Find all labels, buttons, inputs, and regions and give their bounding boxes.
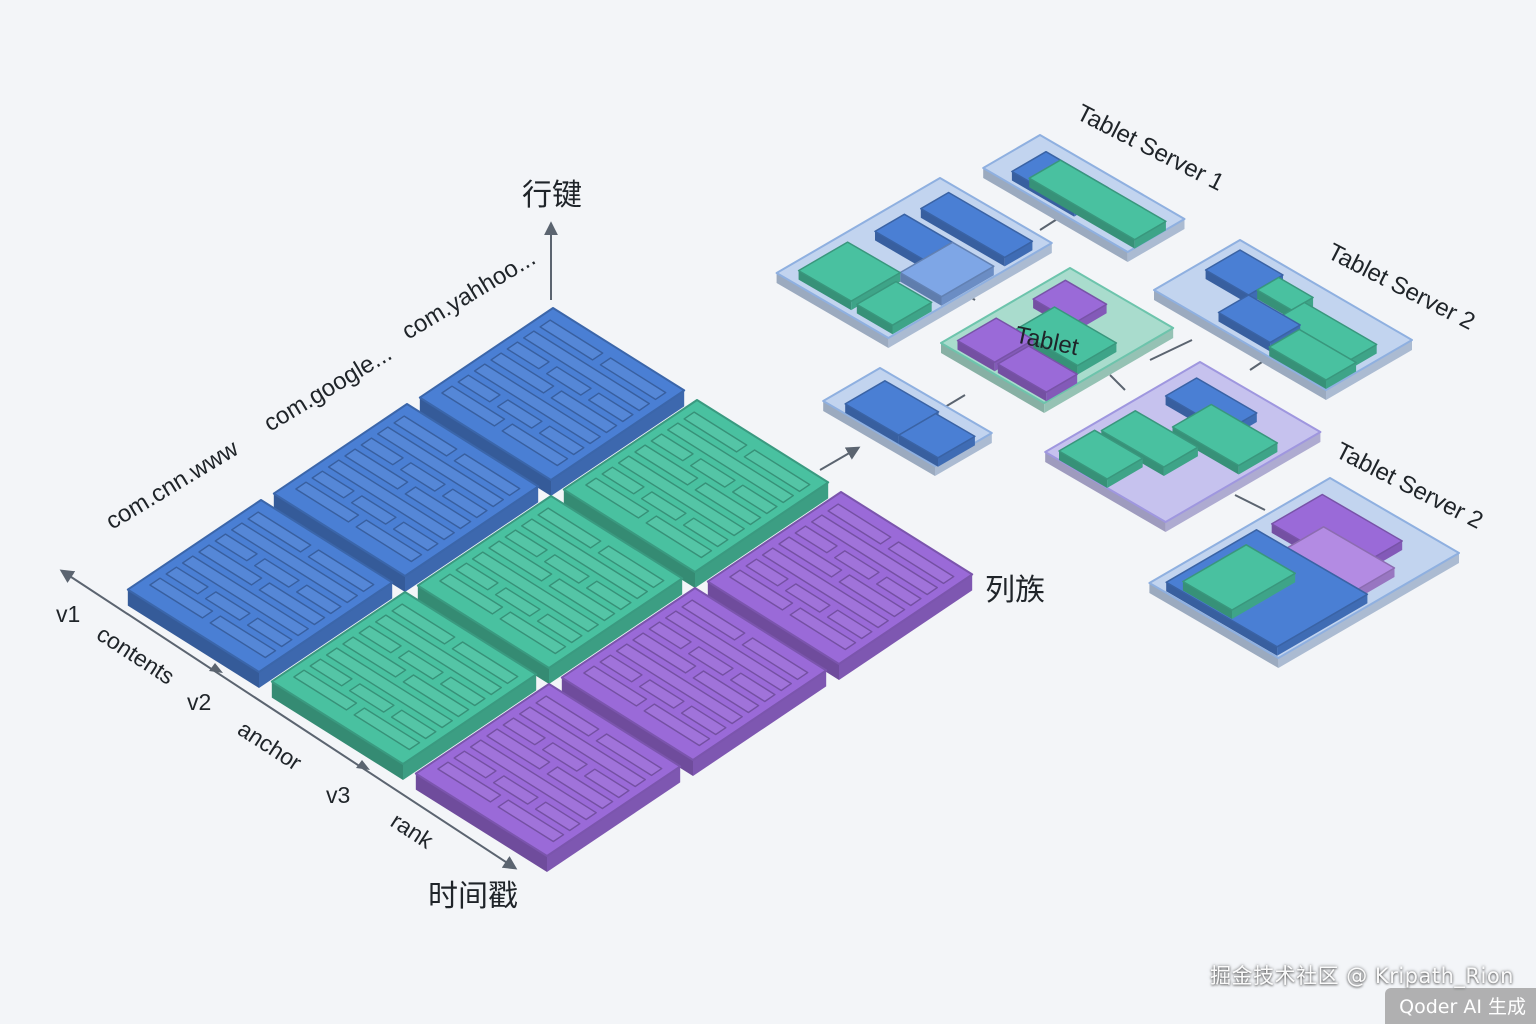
axis-column-family	[819, 446, 861, 471]
ai-generated-badge: Qoder AI 生成	[1385, 988, 1536, 1024]
tablet-server-cluster	[775, 134, 1460, 668]
row-key-title: 行键	[522, 178, 582, 213]
connector-line-2	[1149, 339, 1193, 361]
version-label-v2: v2	[187, 689, 211, 715]
tile-r0-c1	[562, 399, 830, 588]
tablet-block-d	[997, 345, 1078, 402]
middle-block-b	[1171, 403, 1279, 475]
tile-r1-c0	[272, 403, 540, 592]
upper-block-e	[856, 280, 933, 335]
connector-line-4	[1249, 361, 1263, 371]
column-label-contents: contents	[92, 620, 179, 689]
server-2b-block-d	[1182, 544, 1296, 619]
version-label-v1: v1	[56, 601, 80, 627]
tile-r0-c0	[418, 307, 686, 496]
row-label-cnn: com.cnn.www	[101, 435, 244, 535]
upper-block-c	[899, 241, 995, 306]
tile-r0-c2	[706, 491, 974, 680]
upper-block-a	[920, 191, 1034, 267]
row-label-google: com.google...	[259, 340, 396, 437]
middle-block-d	[1058, 429, 1144, 488]
column-family-title: 列族	[985, 573, 1045, 608]
connector-line-5	[1234, 494, 1266, 511]
axis-timestamp	[59, 569, 518, 870]
server-2a-block-e	[1268, 328, 1357, 389]
connector-line-6	[1109, 374, 1126, 391]
timestamp-title: 时间戳	[428, 879, 518, 914]
small-left-block-b	[898, 412, 976, 467]
server-1-block-b	[1028, 159, 1167, 249]
tile-r1-c2	[560, 587, 828, 776]
version-label-v3: v3	[326, 782, 350, 808]
watermark: 掘金技术社区 @ Kripath_Rion	[1210, 964, 1514, 988]
column-label-rank: rank	[386, 807, 438, 853]
